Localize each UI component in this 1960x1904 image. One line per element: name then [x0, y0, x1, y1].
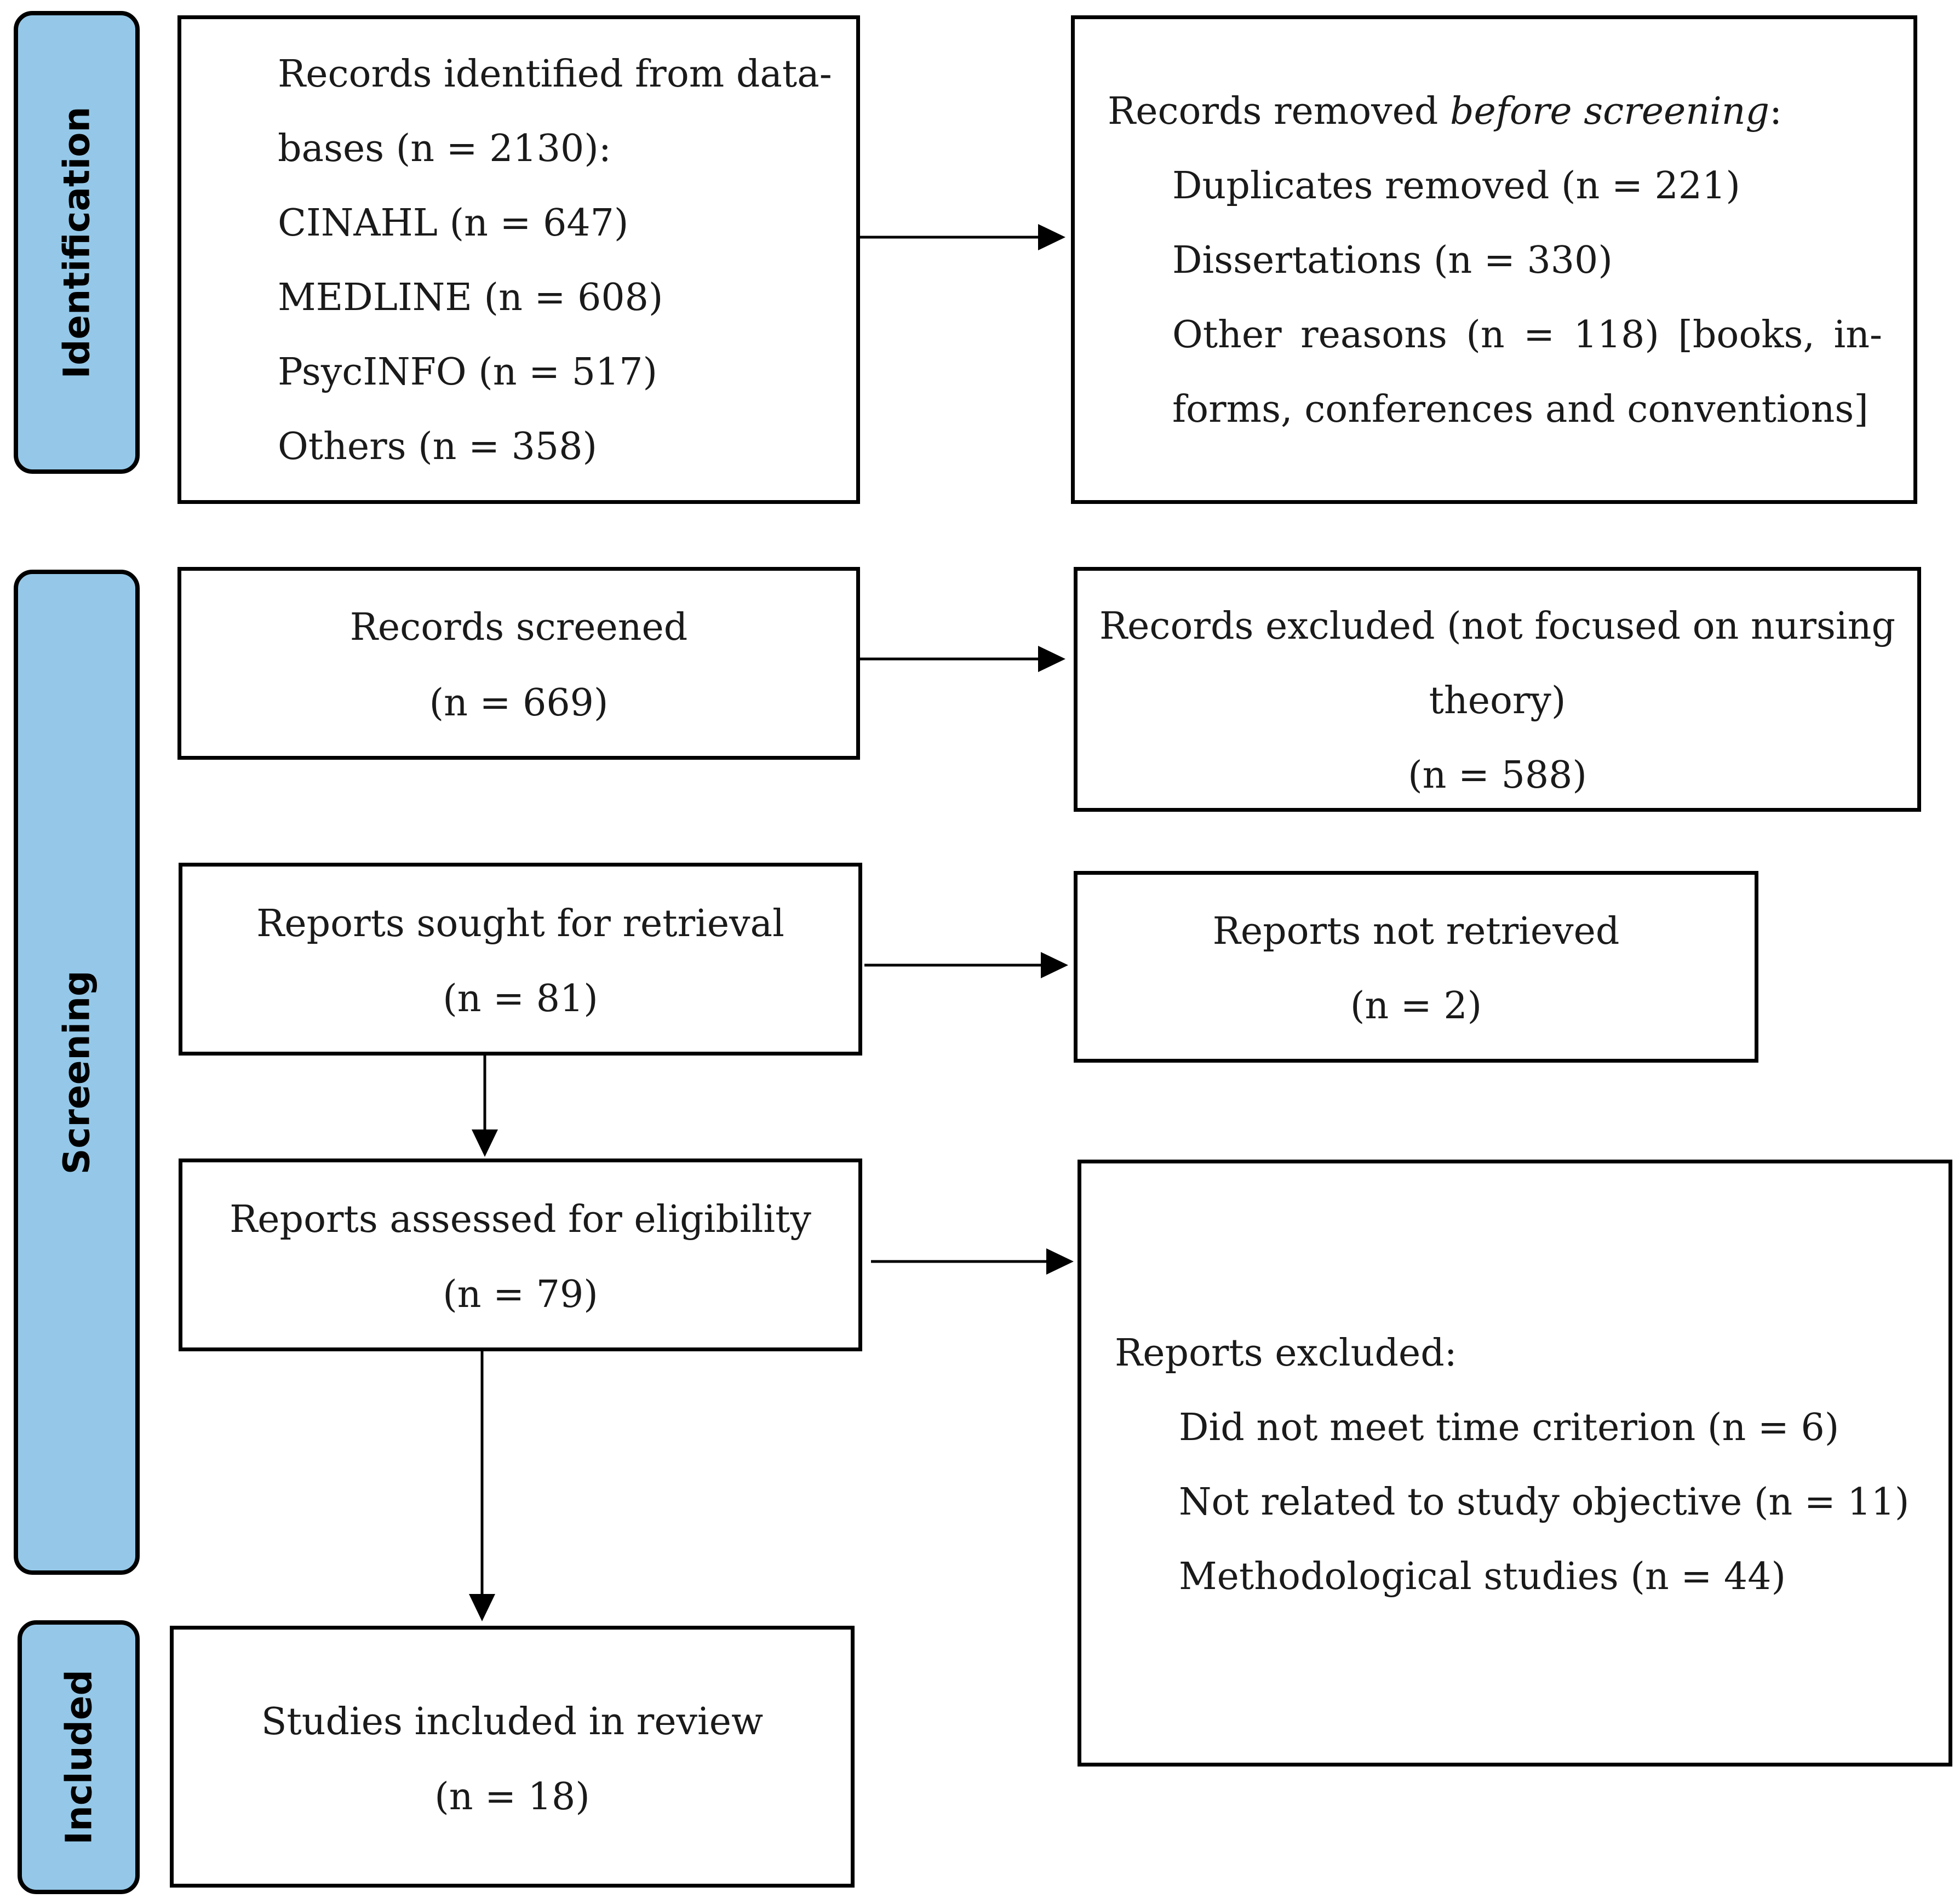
studies-included-box: [170, 1626, 855, 1888]
phase-screening: Screening: [14, 570, 140, 1575]
reports-sought-label: Reports sought for retrieval: [256, 902, 784, 945]
excluded-time-criterion: Did not meet time criterion (n = 6): [1179, 1406, 1839, 1449]
records-excluded-box: [1074, 567, 1921, 812]
source-psycinfo: PsycINFO (n = 517): [278, 351, 658, 394]
reports-sought-count: (n = 81): [443, 977, 598, 1020]
records-identified-line1: Records identified from data-: [278, 53, 832, 96]
source-cinahl: CINAHL (n = 647): [278, 202, 629, 245]
excluded-methodological: Methodological studies (n = 44): [1179, 1555, 1786, 1598]
other-reasons-line2: forms, conferences and conventions]: [1172, 388, 1869, 431]
other-reasons-word: reasons: [1300, 313, 1447, 357]
reports-assessed-label: Reports assessed for eligibility: [230, 1198, 811, 1241]
source-medline: MEDLINE (n = 608): [278, 276, 663, 319]
reports-excluded-title: Reports excluded:: [1115, 1332, 1457, 1375]
other-reasons-word: (n: [1466, 313, 1505, 357]
studies-included-count: (n = 18): [434, 1775, 590, 1819]
records-screened-box: [177, 567, 860, 760]
records-removed-title-end: :: [1769, 90, 1782, 133]
other-reasons-word: in-: [1833, 313, 1882, 357]
phase-identification: Identification: [14, 11, 140, 474]
source-others: Others (n = 358): [278, 425, 597, 468]
reports-not-retrieved-count: (n = 2): [1350, 984, 1482, 1028]
reports-assessed-count: (n = 79): [443, 1273, 598, 1316]
reports-sought-box: [179, 863, 862, 1056]
arrowhead-assessed-to-included: [469, 1594, 495, 1621]
dissertations-removed: Dissertations (n = 330): [1172, 239, 1613, 282]
other-reasons-word: =: [1523, 313, 1555, 357]
other-reasons-word: Other: [1172, 313, 1282, 357]
studies-included-label: Studies included in review: [261, 1700, 764, 1744]
other-reasons-line1: Other reasons (n = 118) [books, in-: [1172, 317, 1882, 354]
other-reasons-word: 118): [1573, 313, 1659, 357]
phase-included: Included: [18, 1620, 140, 1894]
records-screened-count: (n = 669): [429, 681, 609, 725]
arrowhead-assessed-to-reports-excluded: [1046, 1248, 1074, 1275]
arrowhead-screened-to-excluded: [1038, 646, 1065, 672]
excluded-not-related: Not related to study objective (n = 11): [1179, 1481, 1910, 1524]
records-removed-title: Records removed before screening:: [1108, 93, 1782, 130]
arrowhead-identified-to-removed: [1038, 224, 1065, 250]
duplicates-removed: Duplicates removed (n = 221): [1172, 164, 1740, 208]
other-reasons-word: [books,: [1678, 313, 1815, 357]
records-removed-title-start: Records removed: [1108, 90, 1450, 133]
records-identified-line2: bases (n = 2130):: [278, 127, 611, 170]
records-screened-label: Records screened: [349, 606, 688, 649]
records-excluded-line1: Records excluded (not focused on nursing: [1099, 605, 1896, 648]
records-identified-box: [177, 15, 860, 504]
reports-excluded-box: [1078, 1160, 1952, 1767]
records-excluded-line2: theory): [1429, 679, 1566, 722]
arrowhead-sought-to-assessed: [472, 1129, 498, 1157]
reports-not-retrieved-box: [1074, 871, 1758, 1063]
reports-not-retrieved-label: Reports not retrieved: [1212, 910, 1620, 953]
records-removed-title-italic: before screening: [1449, 90, 1770, 133]
records-removed-box: [1071, 15, 1917, 504]
records-excluded-count: (n = 588): [1408, 754, 1587, 797]
reports-assessed-box: [179, 1159, 862, 1351]
arrowhead-sought-to-not-retrieved: [1041, 952, 1068, 978]
